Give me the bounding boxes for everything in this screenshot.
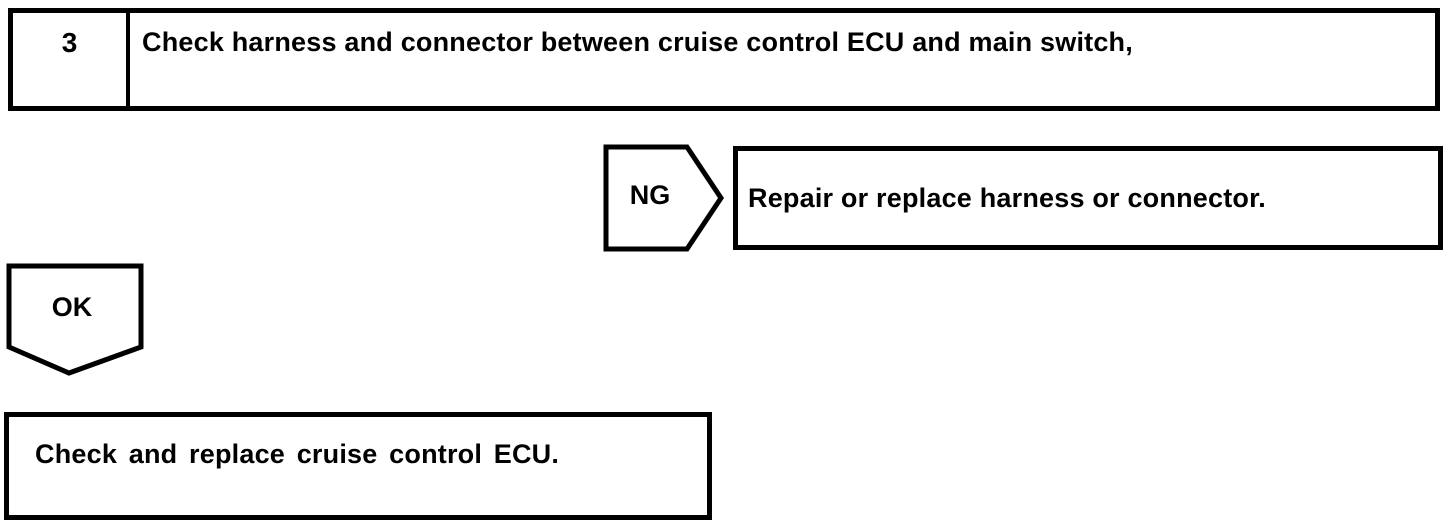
step-instruction: Check harness and connector between crui… [142, 27, 1133, 57]
ng-action-box: Repair or replace harness or connector. [733, 146, 1443, 250]
ok-pentagon-icon [6, 263, 144, 376]
ng-connector-label: NG [629, 180, 671, 210]
ng-connector-shape [603, 144, 725, 252]
ng-action-text: Repair or replace harness or connector. [748, 182, 1266, 213]
ok-connector-shape [6, 263, 144, 376]
ng-pentagon-icon [603, 144, 725, 252]
ok-connector-label: OK [51, 292, 93, 322]
final-action-box: Check and replace cruise control ECU. [4, 412, 712, 520]
final-action-text: Check and replace cruise control ECU. [35, 439, 560, 469]
step-number: 3 [13, 13, 130, 106]
step-box: 3 Check harness and connector between cr… [8, 8, 1440, 111]
